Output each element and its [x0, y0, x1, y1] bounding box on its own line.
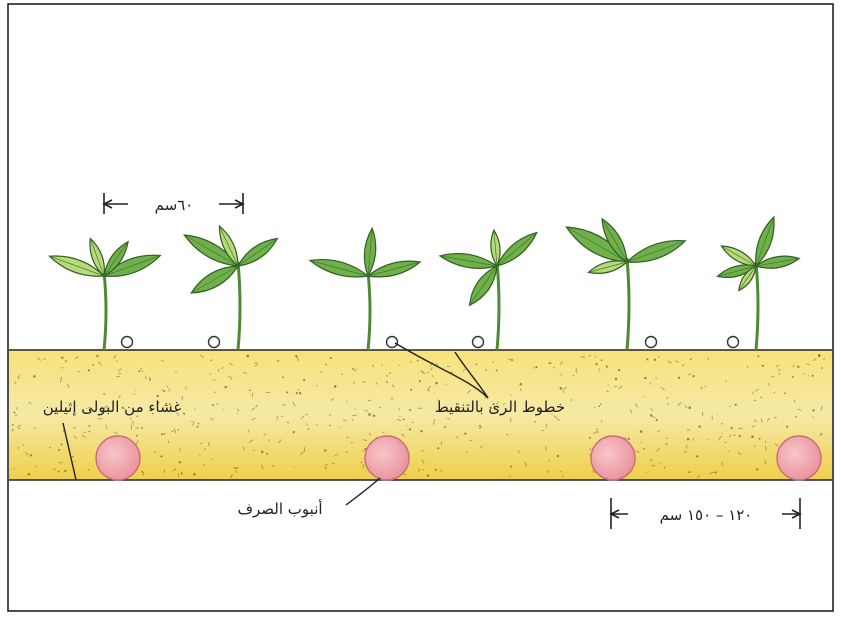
- drip-emitter: [122, 337, 133, 348]
- drip-emitter: [209, 337, 220, 348]
- drain-pipe-label: أنبوب الصرف: [237, 499, 322, 518]
- drip-lines-label: خطوط الرى بالتنقيط: [435, 398, 565, 416]
- drip-emitter: [728, 337, 739, 348]
- plant-spacing-label: ٦٠سم: [155, 196, 194, 214]
- drain-pipe: [96, 436, 140, 480]
- pipe-spacing-label: ١٢٠ – ١٥٠ سم: [660, 506, 753, 524]
- drain-pipe: [365, 436, 409, 480]
- drip-emitter: [646, 337, 657, 348]
- drip-emitter: [387, 337, 398, 348]
- drain-pipe: [777, 436, 821, 480]
- drip-emitter: [473, 337, 484, 348]
- mulch-label: غشاء من البولى إثيلين: [43, 398, 182, 416]
- drain-pipe: [591, 436, 635, 480]
